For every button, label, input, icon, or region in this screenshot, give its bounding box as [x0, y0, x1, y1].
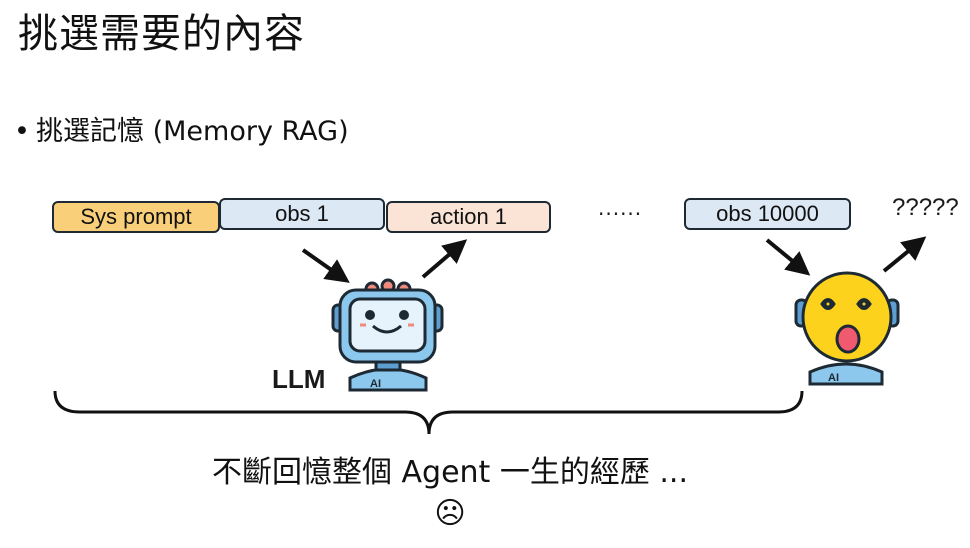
bullet-text: 挑選記憶 (Memory RAG)	[36, 116, 349, 147]
bullet-item: •挑選記憶 (Memory RAG)	[14, 112, 349, 152]
arrow-agent-to-questions	[882, 236, 927, 273]
confused-question-marks: ?????	[892, 194, 959, 221]
robot-llm-icon	[331, 278, 444, 392]
action-1-box: action 1	[386, 201, 551, 233]
bullet-marker: •	[14, 116, 30, 147]
arrow-obs-to-agent	[765, 238, 811, 276]
sad-face-icon: ☹	[434, 496, 466, 531]
curly-brace	[53, 390, 804, 435]
ellipsis-text: ......	[598, 196, 643, 220]
robot-llm-chest-label: AI	[370, 378, 381, 390]
caption-text: 不斷回憶整個 Agent 一生的經歷 ...	[211, 455, 688, 490]
llm-label: LLM	[272, 364, 326, 394]
slide-title: 挑選需要的內容	[18, 11, 305, 57]
obs-10000-box: obs 10000	[684, 198, 851, 230]
arrow-obs-to-llm	[301, 248, 350, 283]
robot-confused-chest-label: AI	[828, 372, 839, 384]
robot-confused-icon	[794, 271, 900, 386]
arrow-llm-to-action	[421, 239, 468, 279]
obs-1-box: obs 1	[219, 198, 385, 230]
